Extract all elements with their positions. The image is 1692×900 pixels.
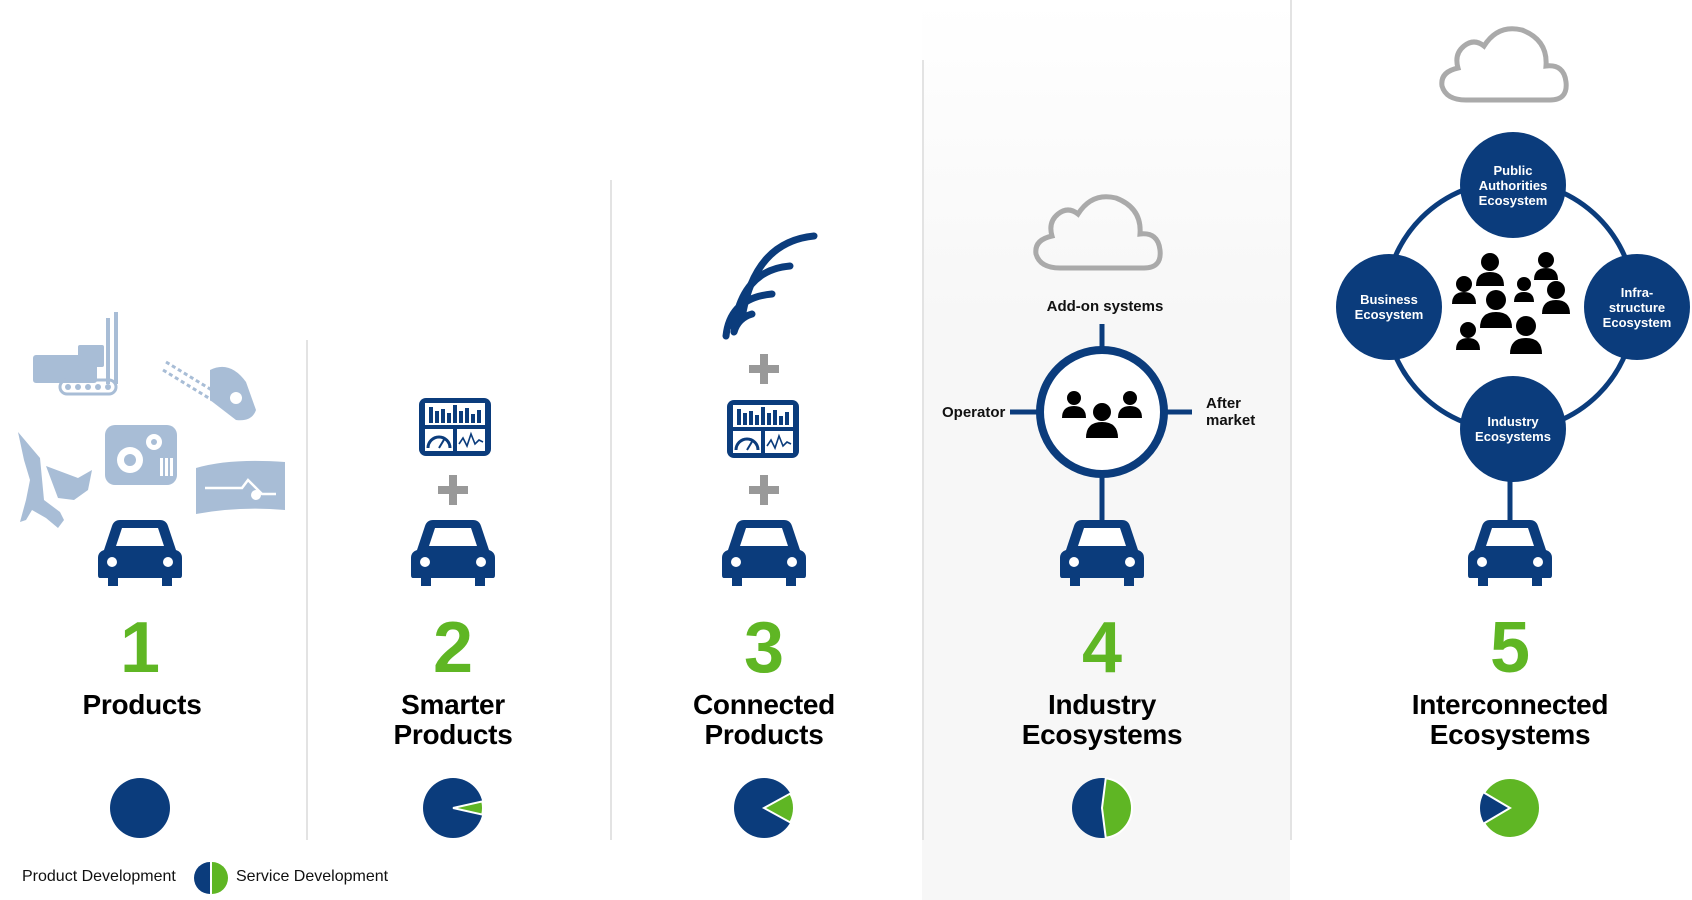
bubble-text: Ecosystems [1475, 429, 1551, 444]
operator-label: Operator [942, 404, 1006, 421]
animal-icon [18, 432, 92, 528]
title-line: Products [393, 719, 513, 750]
legend-swatch-icon [194, 862, 228, 894]
public-authorities-ecosystem-bubble: Public Authorities Ecosystem [1460, 132, 1566, 238]
bubble-text: Ecosystem [1354, 307, 1424, 322]
plus-icon [438, 475, 468, 505]
gears-panel-icon [105, 425, 177, 485]
bubble-text: Authorities [1478, 177, 1548, 193]
pie-stage-2 [423, 778, 484, 838]
stage-2-title: Smarter Products [303, 690, 603, 750]
stage-4-title: Industry Ecosystems [952, 690, 1252, 750]
bubble-text: Ecosystem [1602, 314, 1672, 330]
pie-product-slice [110, 778, 170, 838]
stage-5-title: Interconnected Ecosystems [1360, 690, 1660, 750]
wifi-signal-icon [722, 232, 818, 340]
plus-icon [749, 354, 779, 384]
legend-product-label: Product Development [22, 868, 176, 885]
pie-service-slice [452, 800, 484, 816]
bubble-text: Public [1493, 162, 1533, 178]
cloud-icon [1439, 26, 1569, 103]
bubble-text: Ecosystem [1478, 192, 1548, 208]
excavator-icon [33, 312, 118, 396]
plus-icon [749, 475, 779, 505]
stage-1-number: 1 [119, 608, 161, 688]
legend-service-label: Service Development [236, 868, 389, 885]
hub-connector-lines [1010, 324, 1192, 520]
title-line: Industry [1047, 689, 1157, 720]
dashboard-icon [419, 398, 491, 456]
people-group-icon [1062, 391, 1142, 438]
addon-systems-label: Add-on systems [1046, 298, 1164, 315]
title-line: Smarter [401, 689, 505, 720]
title-line: Products [82, 689, 202, 720]
stage-3-number: 3 [743, 608, 785, 688]
valve-pipe-icon [196, 460, 285, 514]
pie-service-slice [1482, 777, 1541, 839]
divider-3-4 [922, 60, 924, 840]
pie-stage-4 [1072, 777, 1133, 839]
title-line: Interconnected [1411, 689, 1609, 720]
title-line: Products [704, 719, 824, 750]
divider-1-2 [306, 340, 308, 840]
business-ecosystem-bubble: Business Ecosystem [1336, 254, 1442, 360]
bubble-text: Infra- [1620, 284, 1654, 300]
bubble-text: Industry [1487, 414, 1539, 429]
chainsaw-icon [162, 360, 256, 421]
stage-5-number: 5 [1489, 608, 1531, 688]
aftermarket-label: After market [1206, 395, 1255, 429]
divider-4-5 [1290, 0, 1292, 840]
pie-service-slice [761, 792, 795, 824]
pie-stage-3 [734, 778, 795, 838]
stage-3-title: Connected Products [614, 690, 914, 750]
dashboard-icon [727, 400, 799, 458]
aftermarket-line-1: After [1206, 395, 1242, 412]
pie-stage-1 [110, 778, 170, 838]
pie-service-slice [1100, 777, 1133, 839]
aftermarket-line-2: market [1206, 412, 1256, 429]
cloud-icon [1033, 194, 1163, 271]
title-line: Connected [693, 689, 835, 720]
stage-1-title: Products [0, 690, 292, 720]
title-line: Ecosystems [1021, 719, 1183, 750]
bubble-text: structure [1608, 299, 1666, 315]
infrastructure-ecosystem-bubble: Infra- structure Ecosystem [1584, 254, 1690, 360]
crowd-icon [1452, 252, 1570, 354]
stage-2-number: 2 [432, 608, 474, 688]
bubble-text: Business [1360, 292, 1418, 307]
divider-2-3 [610, 180, 612, 840]
industry-ecosystems-bubble: Industry Ecosystems [1460, 376, 1566, 482]
stage-4-number: 4 [1081, 608, 1123, 688]
pie-stage-5 [1480, 777, 1541, 839]
title-line: Ecosystems [1429, 719, 1591, 750]
